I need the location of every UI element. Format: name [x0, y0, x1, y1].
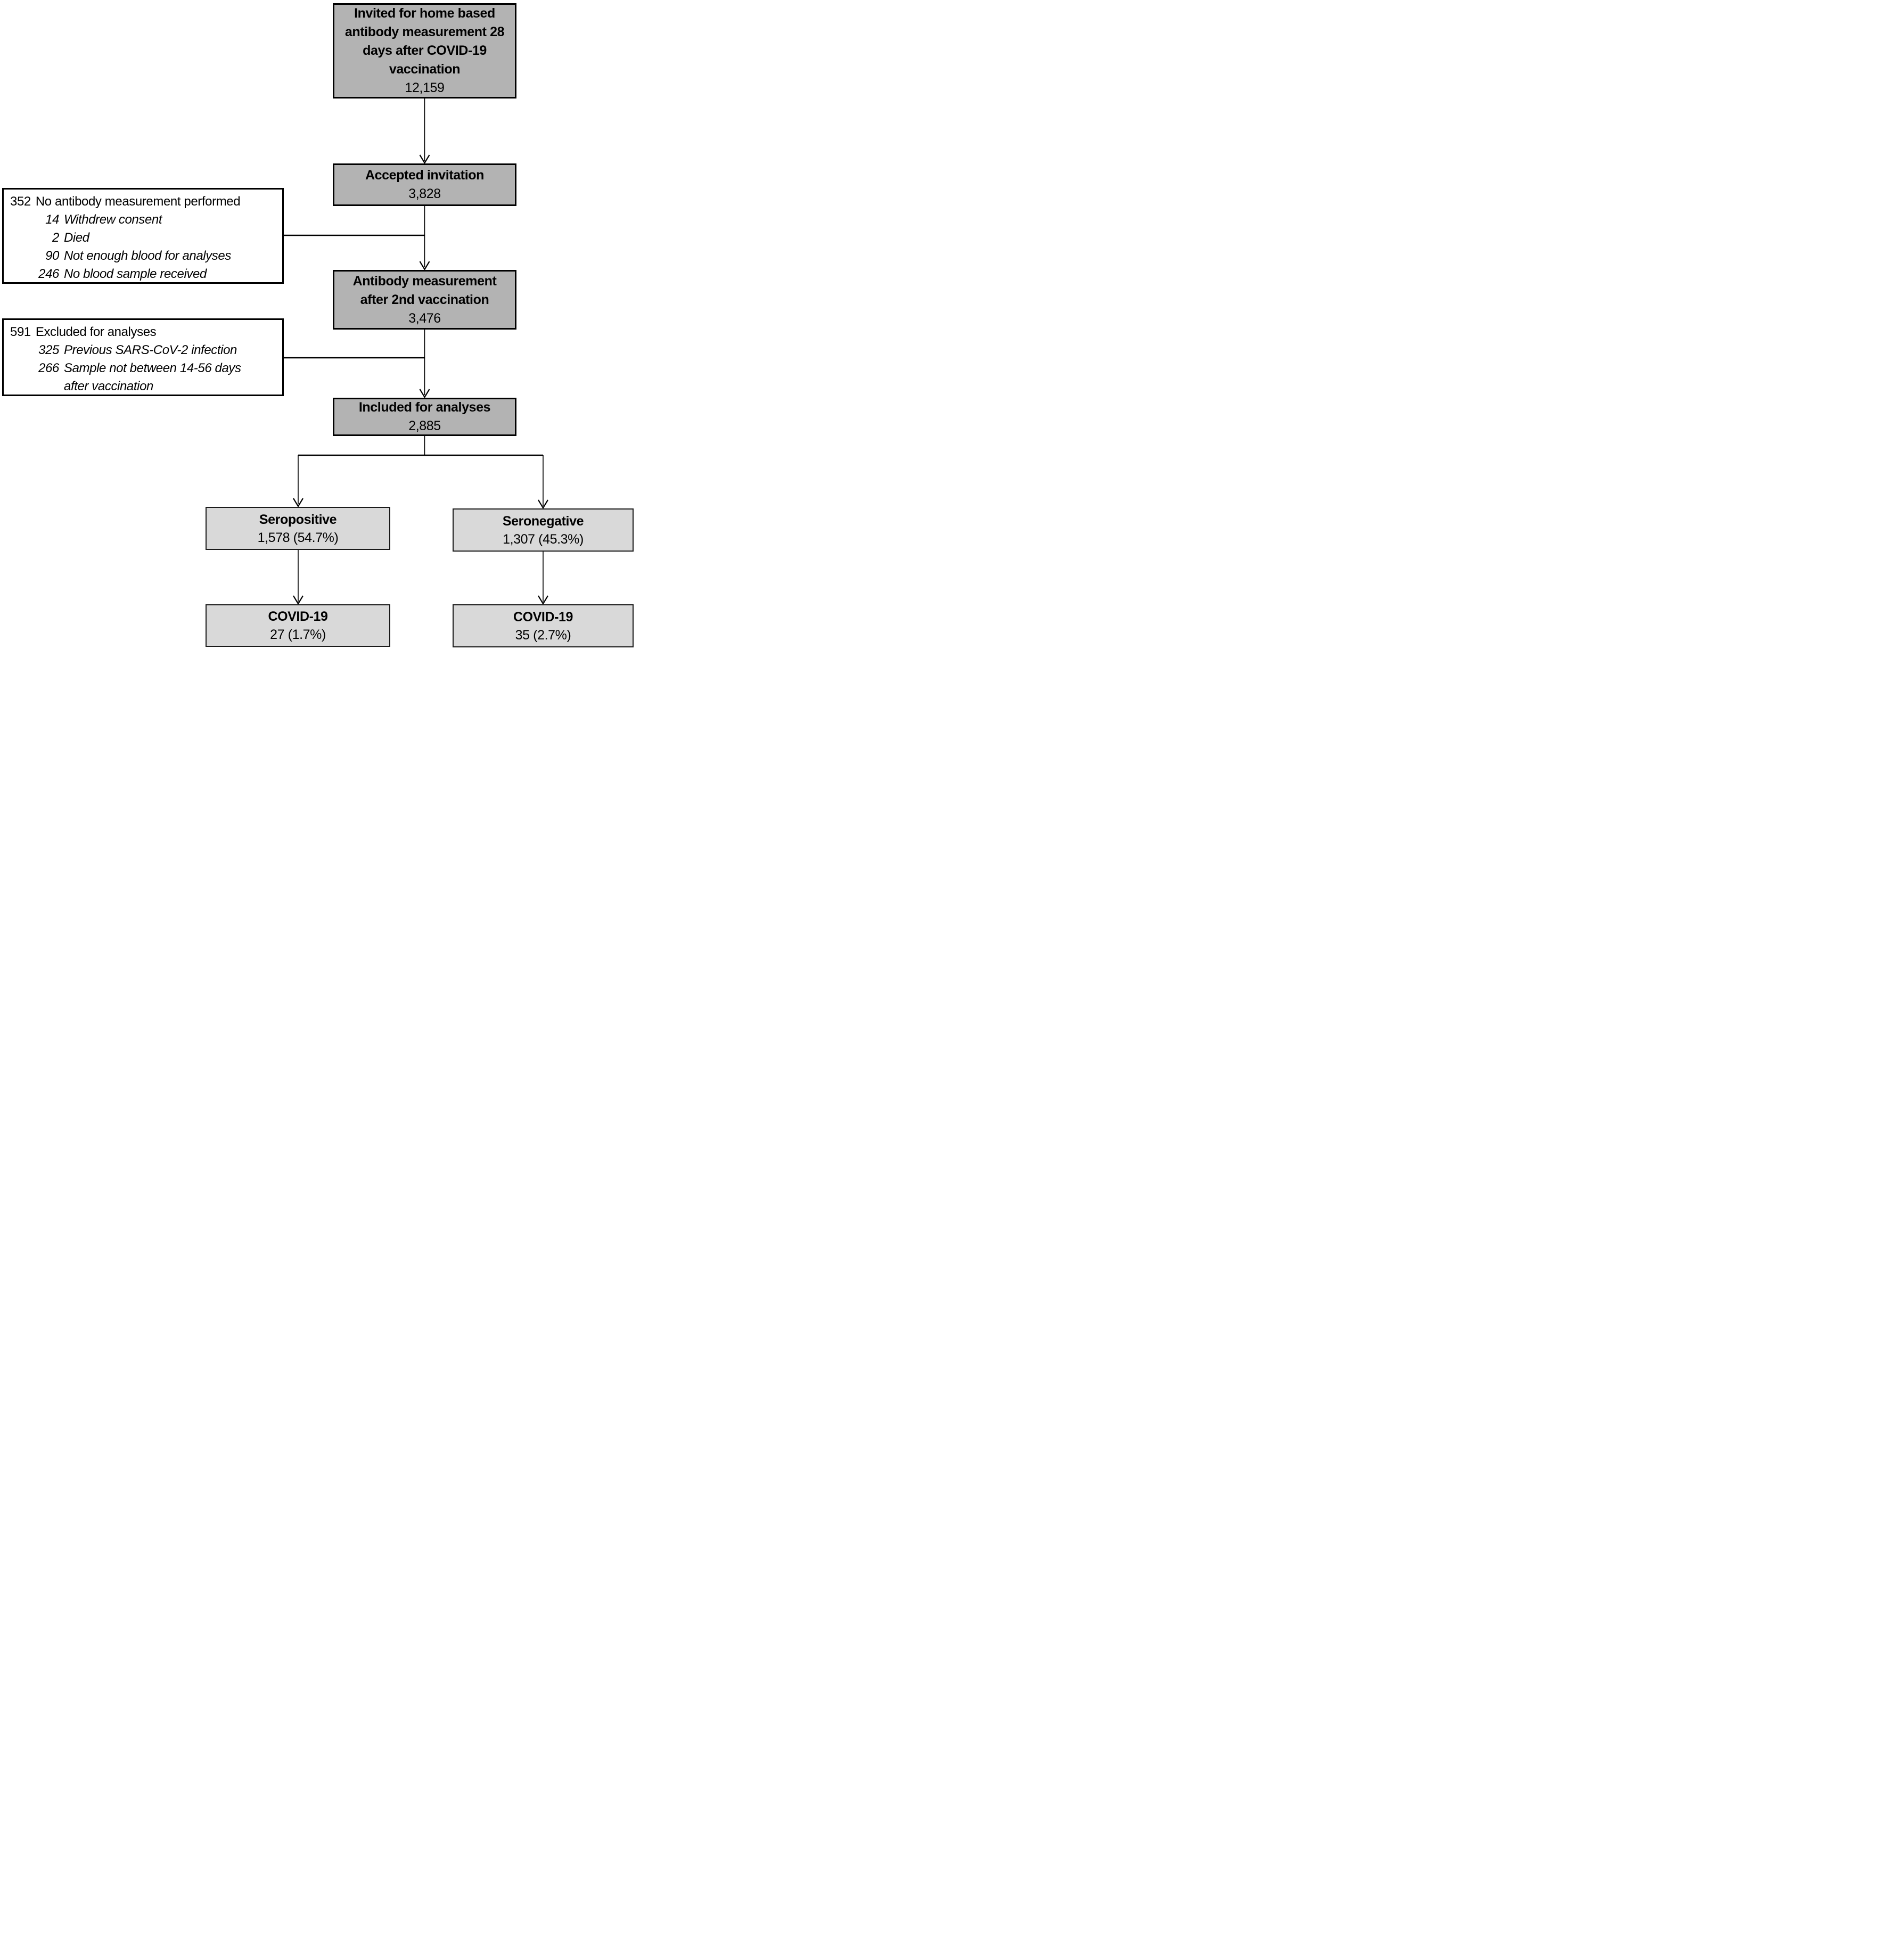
exclusion-item-count: 266 — [38, 361, 59, 375]
exclusion-item: 90 Not enough blood for analyses — [10, 247, 276, 265]
node-invited: Invited for home based antibody measurem… — [333, 3, 516, 98]
exclusion-item-label: Died — [64, 231, 89, 245]
exclusion-item-count: 90 — [45, 249, 59, 263]
exclusion-header: 591 Excluded for analyses — [10, 323, 276, 341]
node-included-value: 2,885 — [408, 418, 441, 433]
node-seropositive-value: 1,578 (54.7%) — [257, 530, 339, 545]
exclusion-item-count: 246 — [38, 267, 59, 281]
connector-lines — [284, 98, 548, 605]
exclusion-item-count: 2 — [52, 231, 59, 245]
exclusion-item-label: Previous SARS-CoV-2 infection — [64, 343, 237, 357]
node-seropositive: Seropositive 1,578 (54.7%) — [206, 507, 390, 550]
arrow-seropositive-covid-head — [293, 595, 303, 605]
exclusion-item: 14 Withdrew consent — [10, 211, 276, 229]
exclusion-count: 591 — [10, 325, 31, 339]
node-covid-seronegative-value: 35 (2.7%) — [515, 627, 571, 643]
arrow-branch-seropositive-head — [293, 498, 303, 508]
node-accepted: Accepted invitation 3,828 — [333, 163, 516, 206]
node-covid-seropositive-title: COVID-19 — [268, 609, 328, 624]
exclusion-item-count: 325 — [38, 343, 59, 357]
flow-diagram: Invited for home based antibody measurem… — [0, 0, 635, 652]
exclusion-box-excluded-analyses: 591 Excluded for analyses 325 Previous S… — [2, 318, 284, 396]
node-covid-seronegative-title: COVID-19 — [513, 609, 573, 625]
exclusion-item-label: Not enough blood for analyses — [64, 249, 231, 263]
node-seronegative-title: Seronegative — [502, 513, 584, 529]
arrow-branch-seronegative-head — [538, 499, 548, 510]
exclusion-header: 352 No antibody measurement performed — [10, 193, 276, 211]
exclusion-item-label: Sample not between 14-56 days after vacc… — [64, 361, 241, 393]
exclusion-item-label: No blood sample received — [64, 267, 207, 281]
arrow-accepted-antibody-head — [419, 261, 430, 271]
node-covid-seropositive-value: 27 (1.7%) — [270, 627, 326, 642]
node-invited-title: Invited for home based antibody measurem… — [344, 6, 505, 77]
node-accepted-title: Accepted invitation — [365, 168, 484, 183]
node-antibody-title: Antibody measurement after 2nd vaccinati… — [352, 273, 497, 307]
node-seropositive-title: Seropositive — [259, 512, 337, 527]
exclusion-item-count: 14 — [45, 212, 59, 227]
arrow-seronegative-covid-head — [538, 595, 548, 605]
node-included: Included for analyses 2,885 — [333, 398, 516, 436]
exclusion-count: 352 — [10, 194, 31, 209]
node-seronegative-value: 1,307 (45.3%) — [503, 531, 584, 547]
node-accepted-value: 3,828 — [408, 186, 441, 201]
exclusion-item: 2 Died — [10, 229, 276, 247]
exclusion-item: 266 Sample not between 14-56 days after … — [10, 359, 276, 396]
arrow-antibody-included-head — [419, 389, 430, 399]
node-invited-value: 12,159 — [405, 80, 445, 95]
node-seronegative: Seronegative 1,307 (45.3%) — [453, 508, 634, 552]
exclusion-item: 246 No blood sample received — [10, 265, 276, 283]
exclusion-item-label: Withdrew consent — [64, 212, 162, 227]
arrow-invited-accepted-head — [419, 154, 430, 165]
exclusion-label: No antibody measurement performed — [35, 194, 241, 209]
node-covid-seronegative: COVID-19 35 (2.7%) — [453, 604, 634, 647]
node-antibody: Antibody measurement after 2nd vaccinati… — [333, 270, 516, 330]
node-included-title: Included for analyses — [358, 400, 491, 415]
node-antibody-value: 3,476 — [408, 310, 441, 326]
exclusion-label: Excluded for analyses — [35, 325, 157, 339]
exclusion-item: 325 Previous SARS-CoV-2 infection — [10, 341, 276, 359]
exclusion-box-no-measurement: 352 No antibody measurement performed 14… — [2, 188, 284, 284]
node-covid-seropositive: COVID-19 27 (1.7%) — [206, 604, 390, 647]
